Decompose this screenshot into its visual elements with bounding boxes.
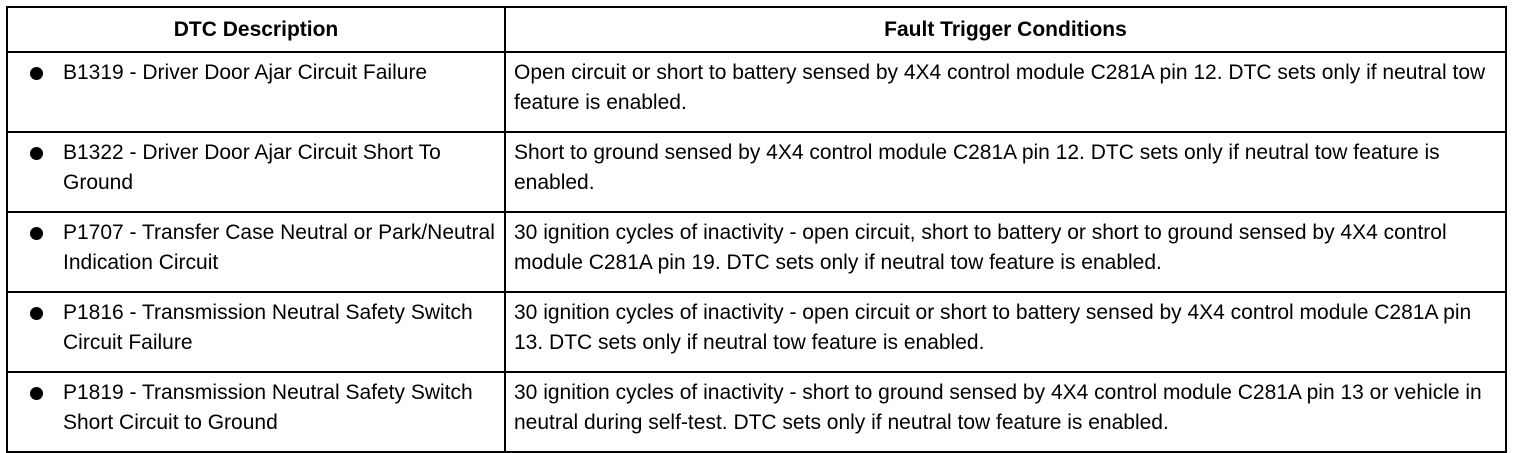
header-fault-trigger-conditions: Fault Trigger Conditions xyxy=(504,6,1507,53)
dtc-description-text: P1819 - Transmission Neutral Safety Swit… xyxy=(63,381,473,434)
dtc-description-text: B1319 - Driver Door Ajar Circuit Failure xyxy=(63,61,428,84)
dtc-description-cell: P1707 - Transfer Case Neutral or Park/Ne… xyxy=(6,211,506,293)
fault-conditions-cell: Open circuit or short to battery sensed … xyxy=(504,51,1507,133)
dtc-description-cell: B1319 - Driver Door Ajar Circuit Failure xyxy=(6,51,506,133)
dtc-description: B1319 - Driver Door Ajar Circuit Failure xyxy=(16,58,496,88)
dtc-description-text: B1322 - Driver Door Ajar Circuit Short T… xyxy=(63,141,441,194)
dtc-description: B1322 - Driver Door Ajar Circuit Short T… xyxy=(16,138,496,198)
bullet-icon xyxy=(30,387,43,400)
dtc-description-cell: B1322 - Driver Door Ajar Circuit Short T… xyxy=(6,131,506,213)
table-row: P1816 - Transmission Neutral Safety Swit… xyxy=(6,291,1507,373)
bullet-icon xyxy=(30,307,43,320)
table-header: DTC Description Fault Trigger Conditions xyxy=(6,6,1507,53)
dtc-table: DTC Description Fault Trigger Conditions… xyxy=(6,6,1507,453)
table-row: B1319 - Driver Door Ajar Circuit Failure… xyxy=(6,51,1507,133)
bullet-icon xyxy=(30,227,43,240)
fault-conditions-cell: Short to ground sensed by 4X4 control mo… xyxy=(504,131,1507,213)
table-body: B1319 - Driver Door Ajar Circuit Failure… xyxy=(6,51,1507,453)
bullet-icon xyxy=(30,67,43,80)
bullet-icon xyxy=(30,147,43,160)
dtc-description-text: P1707 - Transfer Case Neutral or Park/Ne… xyxy=(63,221,495,274)
header-row: DTC Description Fault Trigger Conditions xyxy=(6,6,1507,53)
dtc-description: P1816 - Transmission Neutral Safety Swit… xyxy=(16,298,496,358)
table-row: B1322 - Driver Door Ajar Circuit Short T… xyxy=(6,131,1507,213)
dtc-description: P1819 - Transmission Neutral Safety Swit… xyxy=(16,378,496,438)
dtc-description: P1707 - Transfer Case Neutral or Park/Ne… xyxy=(16,218,496,278)
dtc-description-text: P1816 - Transmission Neutral Safety Swit… xyxy=(63,301,473,354)
dtc-description-cell: P1819 - Transmission Neutral Safety Swit… xyxy=(6,371,506,453)
fault-conditions-cell: 30 ignition cycles of inactivity - open … xyxy=(504,211,1507,293)
table-row: P1707 - Transfer Case Neutral or Park/Ne… xyxy=(6,211,1507,293)
fault-conditions-cell: 30 ignition cycles of inactivity - open … xyxy=(504,291,1507,373)
fault-conditions-cell: 30 ignition cycles of inactivity - short… xyxy=(504,371,1507,453)
table-row: P1819 - Transmission Neutral Safety Swit… xyxy=(6,371,1507,453)
header-dtc-description: DTC Description xyxy=(6,6,506,53)
dtc-description-cell: P1816 - Transmission Neutral Safety Swit… xyxy=(6,291,506,373)
